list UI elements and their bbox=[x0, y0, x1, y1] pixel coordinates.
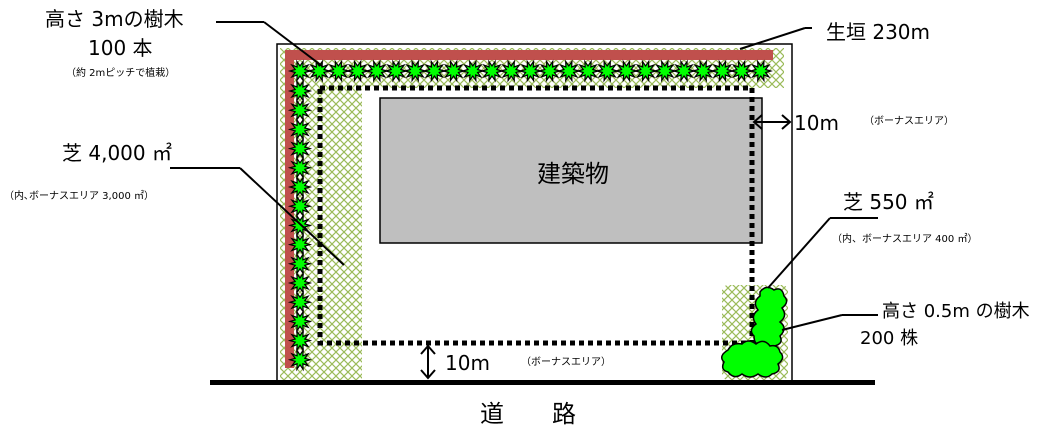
tree-icon bbox=[633, 59, 658, 83]
road-label: 道 路 bbox=[480, 400, 576, 428]
tree-icon bbox=[287, 233, 313, 257]
setback-bottom-note: （ボーナスエリア） bbox=[521, 357, 611, 368]
tree-icon bbox=[691, 59, 716, 83]
tree-icon bbox=[595, 59, 620, 83]
short-trees-label: 高さ 0.5m の樹木 bbox=[882, 301, 1030, 322]
tall-trees-note: （約 2mピッチで植栽） bbox=[66, 68, 176, 79]
tree-icon bbox=[326, 59, 351, 83]
lawn-right-label: 芝 550 ㎡ bbox=[843, 190, 934, 214]
tree-icon bbox=[287, 156, 313, 180]
tree-icon bbox=[364, 59, 389, 83]
tree-icon bbox=[729, 59, 754, 83]
tree-icon bbox=[287, 271, 313, 295]
tree-icon bbox=[652, 59, 677, 83]
tree-icon bbox=[403, 59, 428, 83]
tree-icon bbox=[287, 194, 313, 218]
tree-icon bbox=[422, 59, 447, 83]
tree-icon bbox=[460, 59, 485, 83]
setback-right-value: 10m bbox=[794, 111, 839, 135]
tree-icon bbox=[287, 59, 313, 83]
tree-icon bbox=[287, 175, 313, 199]
tree-icon bbox=[614, 59, 639, 83]
building-label: 建築物 bbox=[537, 160, 609, 188]
tree-icon bbox=[287, 252, 313, 276]
tree-icon bbox=[556, 59, 581, 83]
lawn-left-label: 芝 4,000 ㎡ bbox=[62, 141, 172, 165]
tree-icon bbox=[287, 98, 313, 122]
setback-right-note: （ボーナスエリア） bbox=[864, 116, 954, 127]
tall-trees-row bbox=[287, 59, 773, 372]
tree-icon bbox=[710, 59, 735, 83]
tree-icon bbox=[287, 137, 313, 161]
short-trees-cluster bbox=[721, 286, 788, 378]
tree-icon bbox=[575, 59, 601, 83]
tree-icon bbox=[671, 59, 697, 83]
hedge-label: 生垣 230m bbox=[826, 20, 931, 44]
tree-icon bbox=[345, 59, 370, 83]
lawn-right-note: （内、ボーナスエリア 400 ㎡） bbox=[832, 234, 978, 245]
tall-trees-count: 100 本 bbox=[88, 36, 153, 60]
setback-right-arrow bbox=[752, 114, 792, 130]
tree-icon bbox=[383, 59, 409, 83]
tree-icon bbox=[287, 117, 313, 141]
hedge-band bbox=[285, 50, 773, 368]
tall-trees-label: 高さ 3mの樹木 bbox=[45, 7, 184, 31]
tree-icon bbox=[537, 59, 562, 83]
tree-icon bbox=[287, 348, 313, 372]
tree-icon bbox=[287, 309, 313, 333]
leader-lines bbox=[170, 21, 878, 331]
tree-icon bbox=[287, 290, 313, 314]
short-trees-count: 200 株 bbox=[860, 328, 919, 349]
tree-icon bbox=[441, 59, 466, 83]
tree-icon bbox=[287, 79, 313, 103]
building bbox=[379, 97, 763, 244]
tree-icon bbox=[748, 59, 773, 83]
setback-bottom-arrow bbox=[420, 344, 436, 380]
lawn-left-note: （内､ボーナスエリア 3,000 ㎡） bbox=[4, 191, 154, 202]
tree-icon bbox=[518, 59, 543, 83]
road-line bbox=[210, 380, 875, 385]
tree-icon bbox=[499, 59, 524, 83]
tree-icon bbox=[287, 329, 313, 353]
setback-bottom-value: 10m bbox=[445, 351, 490, 375]
tree-icon bbox=[479, 59, 505, 83]
